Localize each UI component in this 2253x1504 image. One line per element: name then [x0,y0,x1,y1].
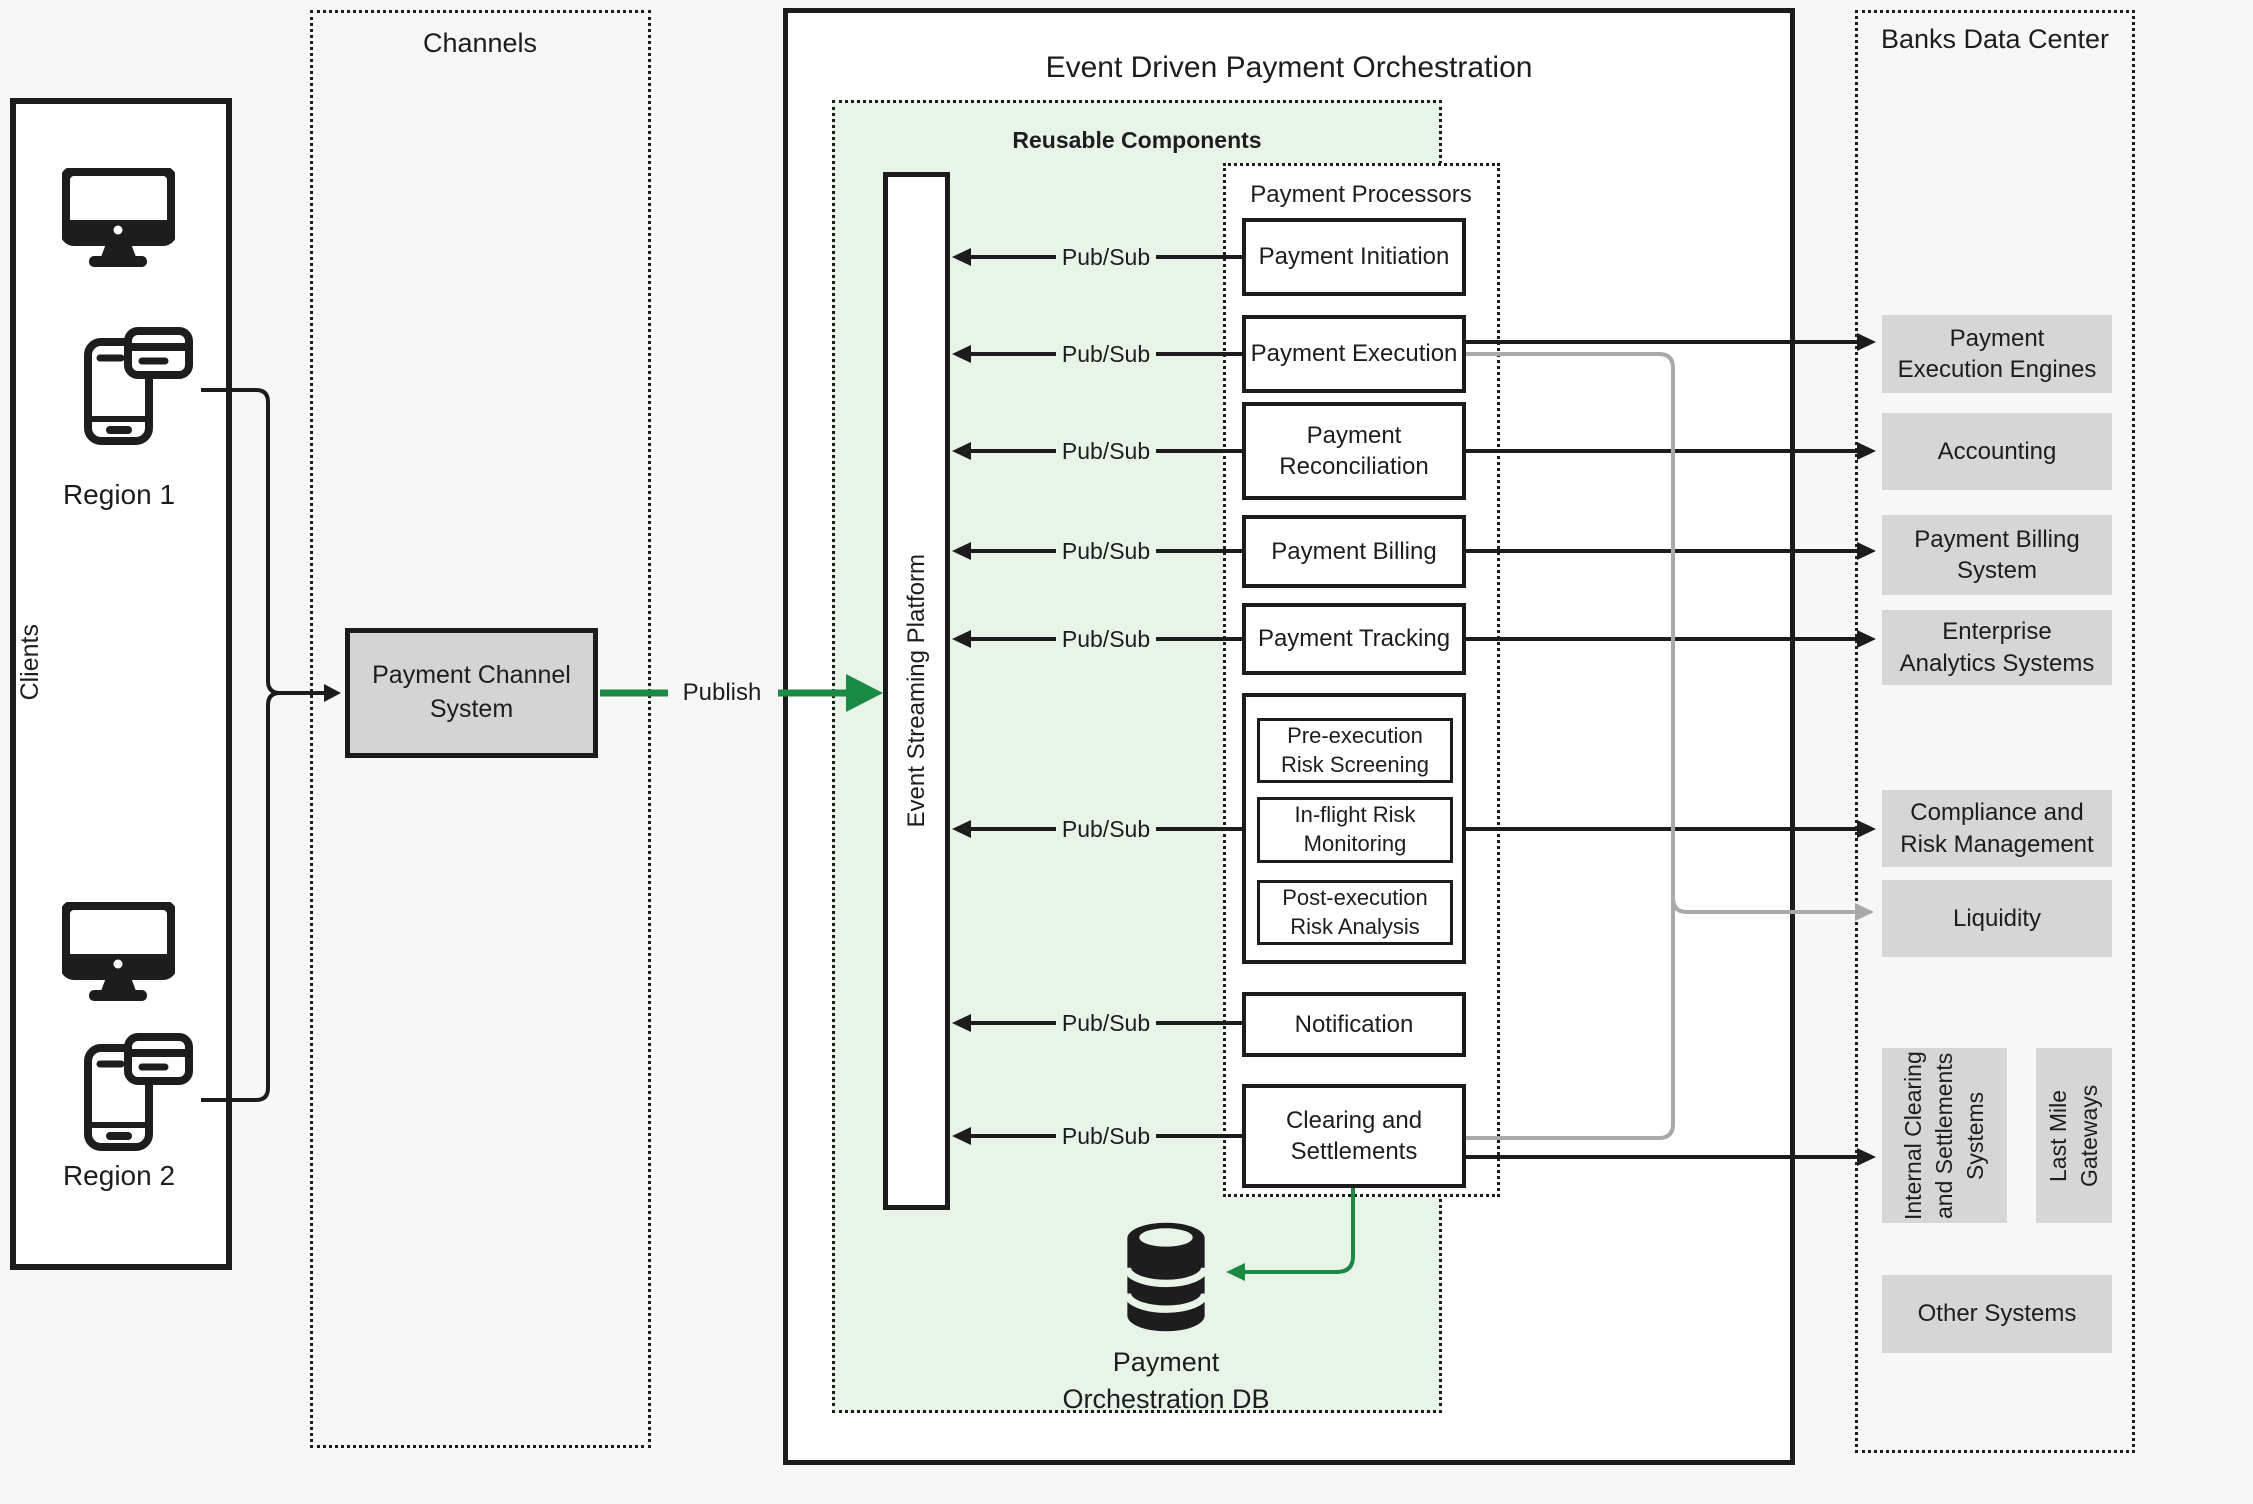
processor-clearing-settlements: Clearing and Settlements [1242,1084,1466,1188]
processor-label: Notification [1294,1010,1414,1038]
bank-enterprise-analytics-systems: Enterprise Analytics Systems [1882,610,2112,685]
bank-accounting: Accounting [1882,413,2112,490]
risk-pre-execution-screening: Pre-execution Risk Screening [1257,718,1453,783]
processor-label: Payment Execution [1250,340,1458,368]
pubsub-text: Pub/Sub [1061,243,1151,270]
pubsub-text: Pub/Sub [1061,537,1151,564]
event-streaming-platform-bar [883,172,950,1210]
risk-post-execution-analysis: Post-execution Risk Analysis [1257,880,1453,945]
region2-desktop-icon [62,902,175,1004]
processor-label: Payment Billing [1271,537,1437,565]
pubsub-label-row4: Pub/Sub [1046,535,1166,567]
processor-label: Clearing and Settlements [1285,1106,1423,1165]
bank-other-systems: Other Systems [1882,1275,2112,1353]
bank-system-label: Enterprise Analytics Systems [1899,618,2095,677]
processor-payment-reconciliation: Payment Reconciliation [1242,402,1466,500]
pubsub-label-row7: Pub/Sub [1046,1007,1166,1039]
processor-notification: Notification [1242,992,1466,1057]
clients-label-wrap: Clients [12,597,48,727]
processor-label: Payment Tracking [1257,625,1451,653]
orchestration-title-wrap: Event Driven Payment Orchestration [889,48,1689,88]
banks-title-wrap: Banks Data Center [1870,20,2120,58]
region1-mobile-card-payment-icon [83,327,193,445]
publish-label: Publish [682,679,762,706]
orchestration-title: Event Driven Payment Orchestration [1045,51,1533,84]
database-label-line1: Payment [1112,1347,1220,1377]
reusable-components-title: Reusable Components [1012,126,1262,153]
bank-system-label: Last Mile Gateways [2044,1084,2102,1187]
processor-payment-execution: Payment Execution [1242,315,1466,393]
pubsub-label-row5: Pub/Sub [1046,623,1166,655]
payment-channel-system-box: Payment Channel System [345,628,598,758]
event-streaming-platform-label: Event Streaming Platform [902,554,930,828]
region2-mobile-card-payment-icon [83,1033,193,1151]
pubsub-label-row6: Pub/Sub [1046,813,1166,845]
pubsub-text: Pub/Sub [1061,1009,1151,1036]
region1-label: Region 1 [62,479,176,510]
region1-label-wrap: Region 1 [19,477,219,513]
risk-label: In-flight Risk Monitoring [1294,802,1416,856]
region1-desktop-icon [62,168,175,270]
bank-system-label: Payment Execution Engines [1897,324,2097,383]
bank-system-label: Internal Clearing and Settlements System… [1899,1051,1989,1220]
bank-system-label: Other Systems [1917,1300,2077,1328]
database-label-wrap: Payment Orchestration DB [1040,1344,1292,1420]
payment-processors-title: Payment Processors [1250,181,1472,208]
pubsub-label-row8: Pub/Sub [1046,1120,1166,1152]
bank-system-label: Accounting [1937,437,2057,465]
bank-payment-execution-engines: Payment Execution Engines [1882,315,2112,393]
bank-compliance-risk-management: Compliance and Risk Management [1882,790,2112,867]
pubsub-text: Pub/Sub [1061,815,1151,842]
processor-payment-tracking: Payment Tracking [1242,603,1466,675]
payment-channel-system-label: Payment Channel System [372,661,571,723]
processor-label: Payment Initiation [1258,243,1450,271]
channels-title: Channels [422,27,538,58]
reusable-components-title-wrap: Reusable Components [937,122,1337,158]
bank-system-label: Payment Billing System [1914,525,2080,584]
channels-box [310,10,651,1448]
pubsub-label-row3: Pub/Sub [1046,435,1166,467]
risk-in-flight-monitoring: In-flight Risk Monitoring [1257,797,1453,863]
bank-payment-billing-system: Payment Billing System [1882,515,2112,595]
region2-label-wrap: Region 2 [19,1158,219,1194]
pubsub-text: Pub/Sub [1061,1122,1151,1149]
risk-label: Post-execution Risk Analysis [1282,884,1428,939]
pubsub-label-row1: Pub/Sub [1046,241,1166,273]
bank-liquidity: Liquidity [1882,880,2112,957]
bank-system-label: Liquidity [1952,904,2042,932]
channels-title-wrap: Channels [330,24,630,62]
payment-processors-title-wrap: Payment Processors [1236,177,1486,213]
database-label-line2: Orchestration DB [1062,1384,1270,1414]
pubsub-text: Pub/Sub [1061,340,1151,367]
bank-system-label: Compliance and Risk Management [1900,799,2094,858]
processor-label: Payment Reconciliation [1279,421,1429,480]
pubsub-label-row2: Pub/Sub [1046,338,1166,370]
database-icon [1120,1213,1212,1341]
banks-title: Banks Data Center [1880,23,2110,54]
pubsub-text: Pub/Sub [1061,625,1151,652]
processor-payment-billing: Payment Billing [1242,515,1466,588]
banks-data-center-box [1855,10,2135,1453]
bank-last-mile-gateways: Last Mile Gateways [2036,1048,2112,1223]
pubsub-text: Pub/Sub [1061,437,1151,464]
event-streaming-platform-label-wrap: Event Streaming Platform [889,172,944,1210]
clients-label: Clients [15,623,44,701]
region2-label: Region 2 [62,1160,176,1191]
publish-label-wrap: Publish [662,676,782,710]
processor-payment-initiation: Payment Initiation [1242,218,1466,296]
risk-label: Pre-execution Risk Screening [1281,722,1429,777]
bank-internal-clearing-settlements: Internal Clearing and Settlements System… [1882,1048,2007,1223]
